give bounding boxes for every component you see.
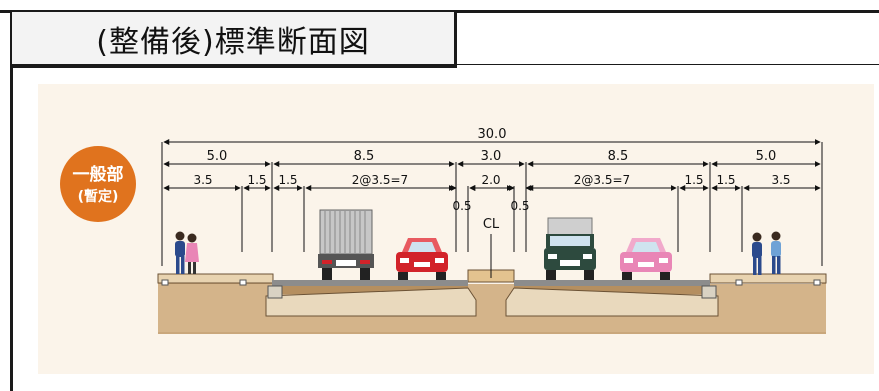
dim-sub-left-0: 3.5 [193,173,212,187]
dim-sub-left-2: 1.5 [278,173,297,187]
dimension-lines [163,139,821,191]
dim-sub-left-3: 2@3.5=7 [352,173,408,187]
dim-median-0: 0.5 [452,199,471,213]
dim-sub-right-2: 1.5 [716,173,735,187]
dim-median-2: 0.5 [510,199,529,213]
dim-median: 3.0 [481,149,502,164]
car-pink-icon [620,238,672,280]
dim-left-sidewalk: 5.0 [207,149,228,164]
dim-sub-right-0: 2@3.5=7 [574,173,630,187]
dim-right-sidewalk: 5.0 [756,149,777,164]
ground-section [157,269,827,334]
badge-line1: 一般部 [73,164,124,185]
dim-sub-left-1: 1.5 [247,173,266,187]
dim-median-1: 2.0 [481,173,500,187]
pedestrians-right-icon [752,231,781,275]
pedestrians-left-icon [175,231,199,274]
truck-right-icon [544,217,596,280]
frame-top-border [0,10,879,13]
badge-line2: (暫定) [78,188,119,205]
title-box: (整備後)標準断面図 [12,12,457,68]
truck-left-icon [318,209,374,280]
title-underline [12,64,879,65]
dim-sub-right-1: 1.5 [684,173,703,187]
dim-left-carriageway: 8.5 [354,149,375,164]
car-red-icon [396,238,448,280]
frame-left-border [10,10,13,391]
section-badge: 一般部 (暫定) [60,146,136,222]
centerline-label: CL [483,217,500,232]
dim-right-carriageway: 8.5 [608,149,629,164]
page-title: (整備後)標準断面図 [96,24,370,60]
dim-total: 30.0 [478,127,507,142]
reference-lines [161,142,823,278]
dim-sub-right-3: 3.5 [771,173,790,187]
